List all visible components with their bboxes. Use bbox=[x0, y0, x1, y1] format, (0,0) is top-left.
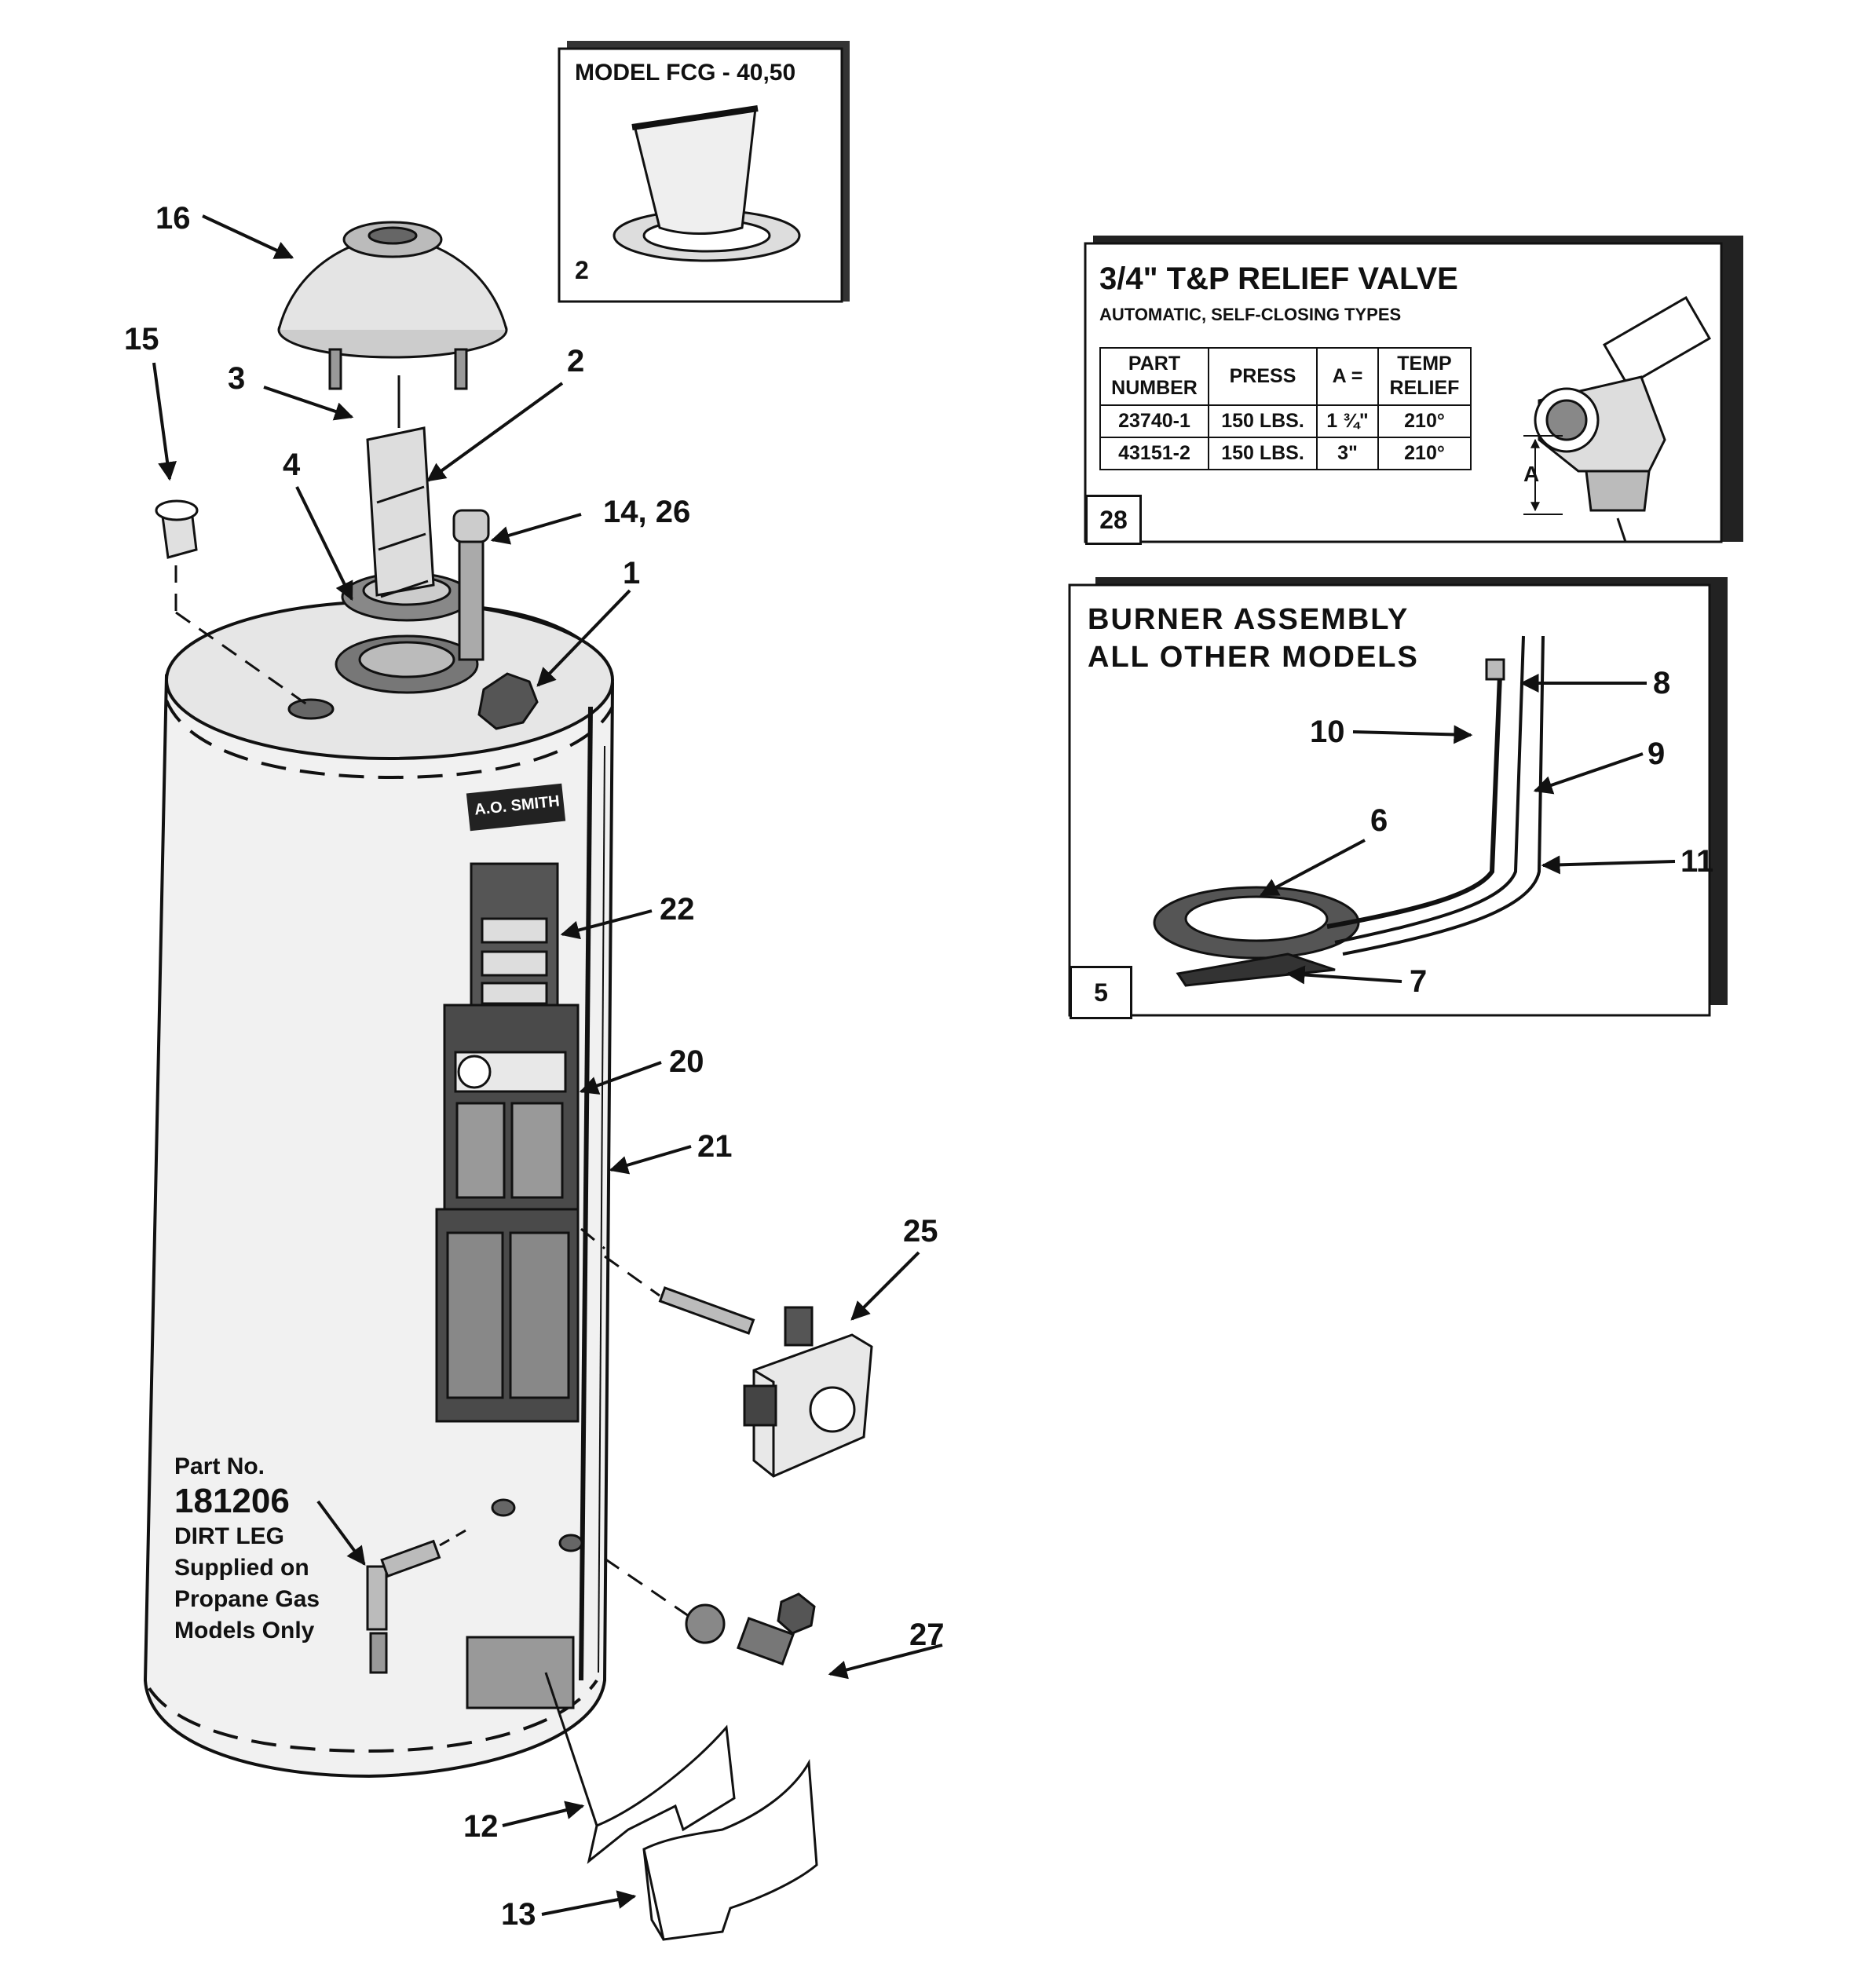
flue-baffle bbox=[366, 426, 435, 598]
part-label-21: 21 bbox=[697, 1129, 733, 1164]
table-cell: 23740-1 bbox=[1099, 404, 1209, 438]
relief-valve-box-number: 28 bbox=[1085, 495, 1142, 545]
part-label-1: 1 bbox=[623, 556, 641, 590]
part-label-14-26: 14, 26 bbox=[603, 495, 691, 529]
inner-door bbox=[642, 1759, 818, 1941]
part-label-3: 3 bbox=[228, 361, 246, 396]
dirt-leg-fitting bbox=[366, 1539, 441, 1674]
burner-title-line2: ALL OTHER MODELS bbox=[1088, 641, 1419, 674]
part-label-16: 16 bbox=[155, 201, 191, 236]
table-cell: 150 LBS. bbox=[1208, 404, 1318, 438]
relief-valve-title: 3/4" T&P RELIEF VALVE bbox=[1099, 261, 1458, 296]
brand-badge bbox=[466, 783, 566, 832]
outer-door bbox=[587, 1724, 736, 1864]
model-inset-number: 2 bbox=[575, 256, 589, 284]
table-row: 23740-1 150 LBS. 1 ¾" 210° bbox=[1099, 404, 1472, 438]
part-label-20: 20 bbox=[669, 1044, 704, 1079]
column-header: PART NUMBER bbox=[1099, 347, 1209, 406]
table-cell: 210° bbox=[1377, 404, 1472, 438]
part-label-25: 25 bbox=[903, 1214, 938, 1249]
relief-valve-table: PART NUMBER PRESS A = TEMP RELIEF 23740-… bbox=[1099, 347, 1472, 471]
dirt-leg-note: Part No. 181206 DIRT LEG Supplied on Pro… bbox=[174, 1451, 320, 1647]
dirt-leg-part-label: Part No. bbox=[174, 1453, 265, 1479]
dirt-leg-line1: DIRT LEG bbox=[174, 1523, 284, 1549]
draft-hood bbox=[277, 221, 508, 390]
part-label-11: 11 bbox=[1680, 844, 1714, 879]
dirt-leg-line4: Models Only bbox=[174, 1618, 315, 1644]
burner-illustration bbox=[1153, 635, 1545, 987]
dirt-leg-line3: Propane Gas bbox=[174, 1585, 320, 1612]
part-label-4: 4 bbox=[283, 448, 301, 482]
part-label-13: 13 bbox=[501, 1897, 536, 1932]
table-row: 43151-2 150 LBS. 3" 210° bbox=[1099, 436, 1472, 471]
part-label-8: 8 bbox=[1653, 666, 1671, 700]
part-label-9: 9 bbox=[1647, 737, 1666, 771]
table-cell: 150 LBS. bbox=[1208, 436, 1318, 471]
part-label-15: 15 bbox=[124, 322, 159, 356]
dimension-a-label: A bbox=[1523, 462, 1540, 486]
relief-valve-subtitle: AUTOMATIC, SELF-CLOSING TYPES bbox=[1099, 305, 1402, 324]
burner-access-opening bbox=[466, 1636, 575, 1709]
gas-control-valve bbox=[658, 1286, 873, 1478]
column-header: PRESS bbox=[1208, 347, 1318, 406]
part-label-27: 27 bbox=[909, 1618, 945, 1652]
table-cell: 1 ¾" bbox=[1316, 404, 1379, 438]
dirt-leg-line2: Supplied on bbox=[174, 1554, 309, 1581]
table-cell: 43151-2 bbox=[1099, 436, 1209, 471]
label-panel-lower bbox=[435, 1208, 580, 1423]
burner-box-number: 5 bbox=[1070, 966, 1132, 1019]
model-inset-title: MODEL FCG - 40,50 bbox=[575, 60, 796, 86]
dirt-leg-part-number: 181206 bbox=[174, 1482, 290, 1521]
dimension-a bbox=[1523, 435, 1563, 515]
flue-tube-illustration bbox=[613, 105, 801, 262]
burner-title-line1: BURNER ASSEMBLY bbox=[1088, 603, 1410, 636]
leader-arrows bbox=[152, 214, 1676, 1916]
table-cell: 210° bbox=[1377, 436, 1472, 471]
table-cell: 3" bbox=[1316, 436, 1379, 471]
part-label-6: 6 bbox=[1370, 803, 1388, 838]
part-label-10: 10 bbox=[1310, 715, 1345, 749]
drain-valve bbox=[685, 1592, 816, 1665]
column-header: A = bbox=[1316, 347, 1379, 406]
anode-cap bbox=[155, 499, 199, 559]
label-panel-22 bbox=[470, 862, 559, 1015]
column-header: TEMP RELIEF bbox=[1377, 347, 1472, 406]
part-label-22: 22 bbox=[660, 892, 695, 927]
table-header-row: PART NUMBER PRESS A = TEMP RELIEF bbox=[1099, 347, 1472, 406]
part-label-7: 7 bbox=[1410, 964, 1428, 999]
part-label-2: 2 bbox=[567, 344, 585, 378]
part-label-12: 12 bbox=[463, 1809, 499, 1844]
label-panel-20 bbox=[443, 1004, 580, 1215]
